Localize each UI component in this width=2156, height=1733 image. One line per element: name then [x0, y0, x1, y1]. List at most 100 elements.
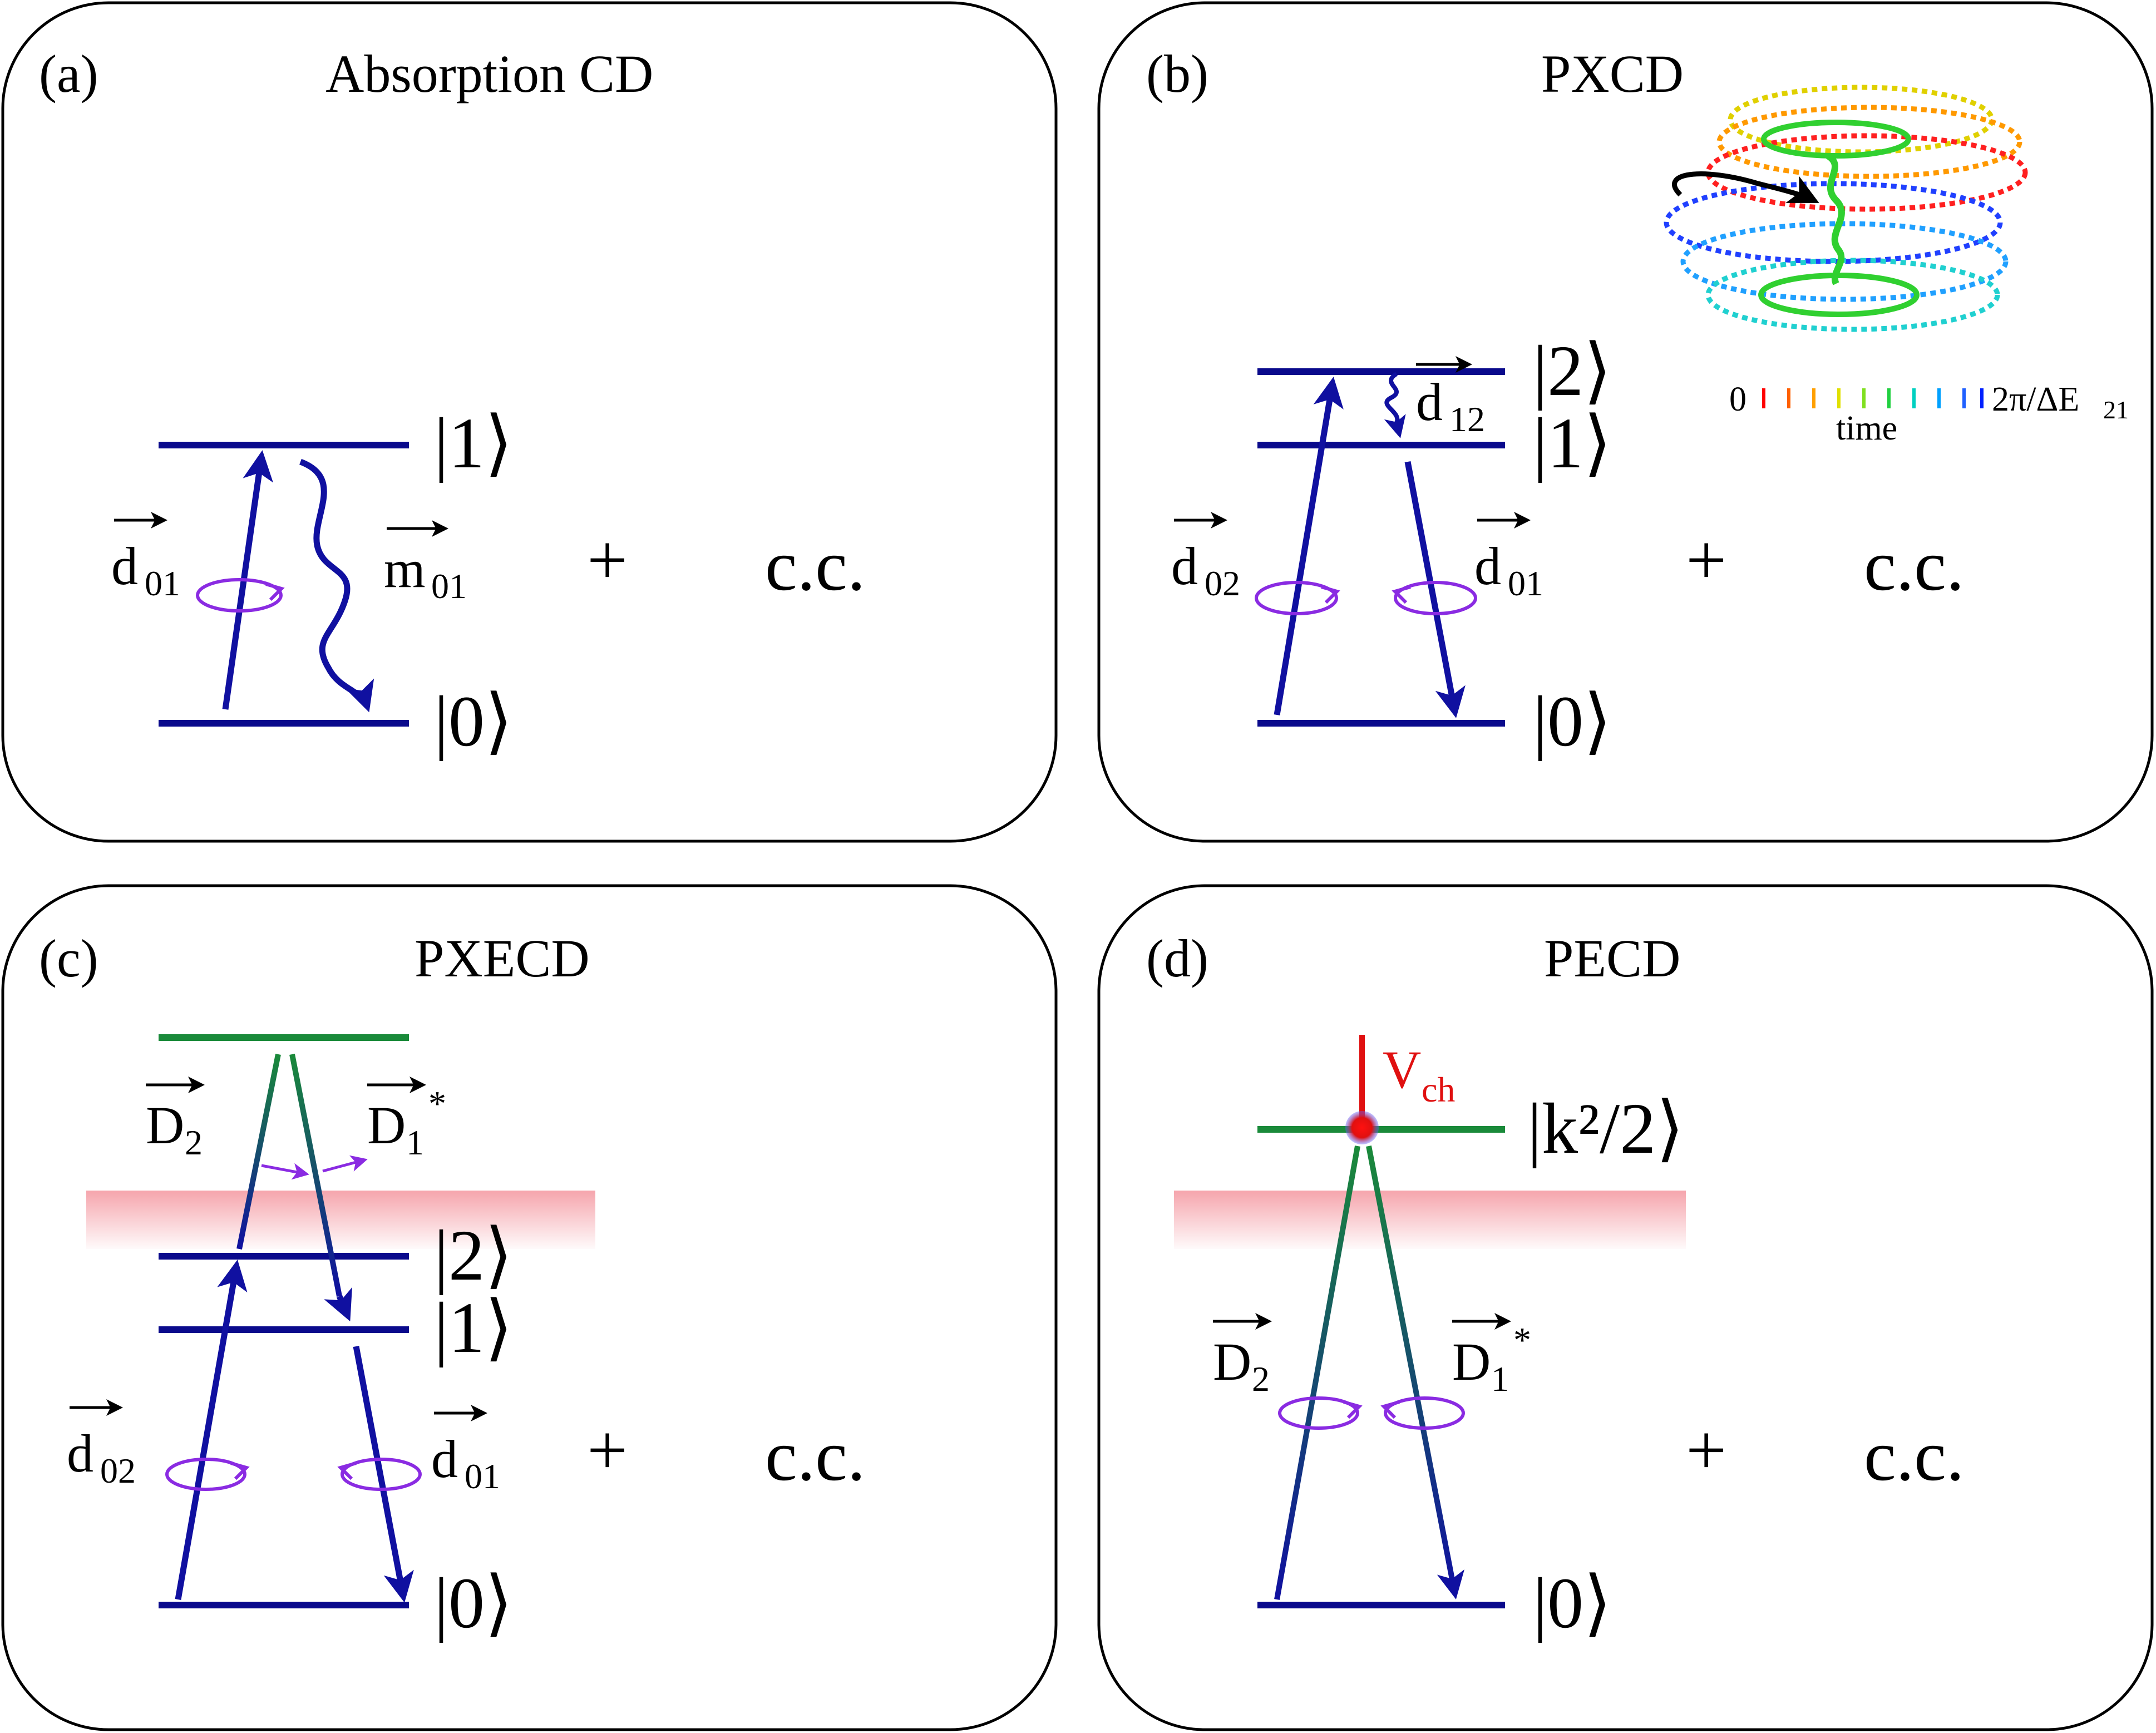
- chiral-potential-dot: [1345, 1111, 1379, 1144]
- ionization-arrow-D2: [236, 1054, 281, 1250]
- orbit-loop: [1705, 258, 2000, 332]
- panel-b: (b) PXCD |2⟩ |1⟩ |0⟩ d 12 d 02 d 01 +: [1097, 1, 2154, 843]
- vector-d02: d 02: [67, 1399, 136, 1490]
- level-1-label: |1⟩: [1533, 403, 1612, 483]
- vector-base: D: [367, 1095, 406, 1155]
- vector-superscript: *: [1513, 1320, 1531, 1360]
- level-1-label: |1⟩: [434, 1288, 513, 1368]
- time-axis-label: time: [1836, 409, 1897, 447]
- vector-subscript: 01: [431, 566, 467, 606]
- level-k-label: |k²/2⟩: [1527, 1089, 1684, 1169]
- vector-D1-conjugate: D 1 *: [367, 1077, 446, 1162]
- panel-a-tag: (a): [39, 44, 98, 103]
- circular-polarization-icon: [1255, 581, 1338, 615]
- panel-c: (c) PXECD |2⟩ |1⟩ |0⟩ D 2 D 1 *: [1, 884, 1058, 1731]
- circular-arrowhead-icon: [1380, 1400, 1400, 1419]
- vector-subscript: 01: [145, 564, 180, 603]
- panel-b-title: PXCD: [1541, 44, 1684, 103]
- level-0-label: |0⟩: [1533, 1563, 1612, 1643]
- time-end-label: 2π/ΔE: [1992, 381, 2079, 418]
- vector-base: m: [384, 539, 426, 599]
- ionization-arrow-D1: [289, 1054, 342, 1297]
- orbit-loop: [1680, 221, 2009, 302]
- wavy-arrow-12: [1384, 372, 1406, 438]
- vector-subscript: 01: [465, 1456, 500, 1496]
- level-2-label: |2⟩: [1533, 331, 1612, 411]
- orbit-loop: [1758, 273, 1920, 317]
- potential-label: V: [1383, 1040, 1421, 1099]
- absorption-arrow-02: [175, 1260, 248, 1600]
- photoelectron-arrow: [322, 1155, 368, 1173]
- circular-polarization-icon: [196, 578, 283, 613]
- level-0-label: |0⟩: [434, 1563, 513, 1643]
- emission-wavy-arrow: [299, 458, 374, 713]
- vector-base: d: [1416, 372, 1443, 432]
- vector-d12: d 12: [1416, 356, 1485, 439]
- emission-arrow-01: [353, 1345, 414, 1603]
- circular-polarization-icon: [1384, 1396, 1465, 1430]
- trajectory-black-arrow: [1672, 171, 1819, 203]
- vector-base: D: [1452, 1332, 1491, 1391]
- continuum-band: [86, 1191, 595, 1249]
- vector-base: d: [431, 1429, 458, 1489]
- panel-c-tag: (c): [39, 929, 98, 988]
- continuum-band: [1174, 1191, 1686, 1249]
- level-0-label: |0⟩: [1533, 682, 1612, 762]
- vector-subscript: 2: [185, 1123, 203, 1162]
- circular-arrowhead-icon: [1392, 585, 1411, 604]
- vector-base: d: [111, 536, 138, 596]
- vector-base: d: [67, 1424, 93, 1483]
- vector-base: d: [1474, 536, 1501, 596]
- potential-subscript: ch: [1422, 1070, 1455, 1109]
- vector-D1-conjugate: D 1 *: [1452, 1313, 1531, 1399]
- panel-b-tag: (b): [1146, 44, 1208, 103]
- circular-polarization-icon: [341, 1458, 422, 1491]
- circular-arrowhead-icon: [1321, 585, 1340, 604]
- trajectory-core: [1826, 152, 1845, 285]
- panel-c-frame: [1, 884, 1058, 1731]
- absorption-arrow-02: [1274, 377, 1344, 715]
- plus-sign: +: [1686, 520, 1726, 600]
- vector-base: D: [1213, 1332, 1251, 1391]
- emission-arrow-tail: [324, 1287, 352, 1322]
- vector-subscript: 1: [406, 1123, 424, 1162]
- complex-conjugate: c.c.: [765, 1416, 865, 1496]
- panel-a-title: Absorption CD: [325, 44, 653, 103]
- vector-subscript: 02: [1205, 564, 1240, 603]
- orbit-loop: [1761, 120, 1911, 159]
- time-scale-ticks: [1762, 388, 1984, 408]
- vector-d01: d 01: [111, 512, 180, 603]
- vector-subscript: 02: [100, 1451, 136, 1490]
- plus-sign: +: [1686, 1410, 1726, 1490]
- circular-arrowhead-icon: [1343, 1400, 1363, 1419]
- vector-d01: d 01: [431, 1405, 500, 1496]
- vector-subscript: 01: [1508, 564, 1543, 603]
- panel-c-title: PXECD: [415, 929, 590, 988]
- trajectory-inset: 0 2π/ΔE 21 time: [1664, 85, 2129, 447]
- vector-subscript: 2: [1252, 1359, 1270, 1399]
- complex-conjugate: c.c.: [1864, 1416, 1964, 1496]
- level-2-label: |2⟩: [434, 1216, 513, 1296]
- vector-superscript: *: [428, 1084, 446, 1123]
- orbit-loop: [1705, 133, 2028, 212]
- vector-base: D: [146, 1095, 184, 1155]
- plus-sign: +: [587, 1410, 628, 1490]
- level-0-label: |0⟩: [434, 682, 513, 762]
- orbit-loop: [1716, 105, 2022, 179]
- circular-polarization-icon: [1278, 1396, 1359, 1430]
- vector-base: d: [1171, 536, 1198, 596]
- complex-conjugate: c.c.: [1864, 526, 1964, 606]
- panel-d-tag: (d): [1146, 929, 1208, 988]
- ionization-arrow-D1: [1366, 1146, 1464, 1599]
- panel-b-frame: [1097, 1, 2154, 843]
- vector-D2: D 2: [146, 1077, 205, 1162]
- time-start-label: 0: [1729, 381, 1746, 418]
- vector-d02: d 02: [1171, 512, 1240, 603]
- circular-polarization-icon: [165, 1458, 246, 1491]
- circular-arrowhead-icon: [265, 582, 285, 601]
- panel-a-frame: [1, 1, 1058, 843]
- vector-D2: D 2: [1213, 1313, 1272, 1399]
- absorption-arrow: [222, 450, 274, 710]
- ionization-arrow-D2: [1274, 1146, 1360, 1600]
